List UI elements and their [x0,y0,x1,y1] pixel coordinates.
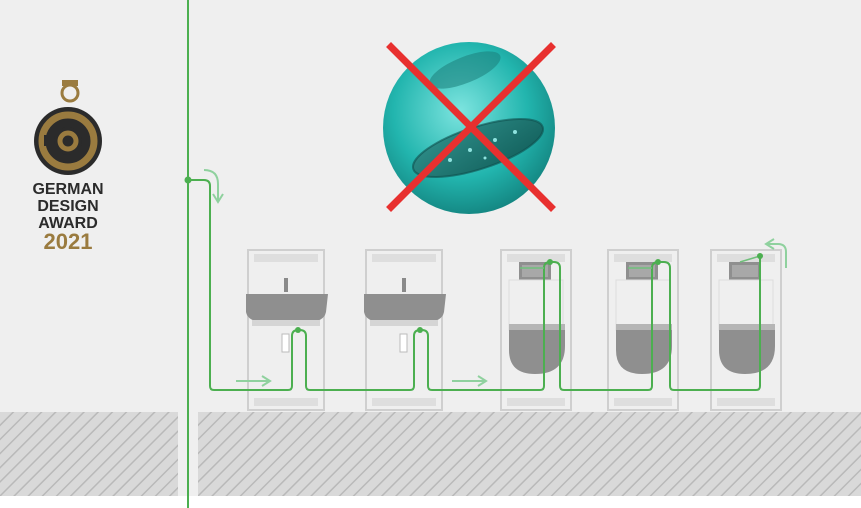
award-line-german: GERMAN [32,181,103,198]
floor [0,412,861,508]
flow-arrow-icon [452,375,488,387]
prohibited-cross-icon [386,42,556,212]
junction-dots [295,253,763,333]
wc-fixture [607,249,679,411]
flow-arrow-icon [203,169,224,204]
washbasin-fixture [364,249,446,411]
washbasin-fixture [246,249,328,411]
flow-arrow-icon [236,375,272,387]
award-line-award: AWARD [38,215,98,232]
flow-arrow-icon [764,238,787,268]
award-line-design: DESIGN [37,198,98,215]
fixture-connectors [520,255,761,269]
german-design-award-medal-icon [34,80,102,175]
award-year: 2021 [44,229,93,254]
